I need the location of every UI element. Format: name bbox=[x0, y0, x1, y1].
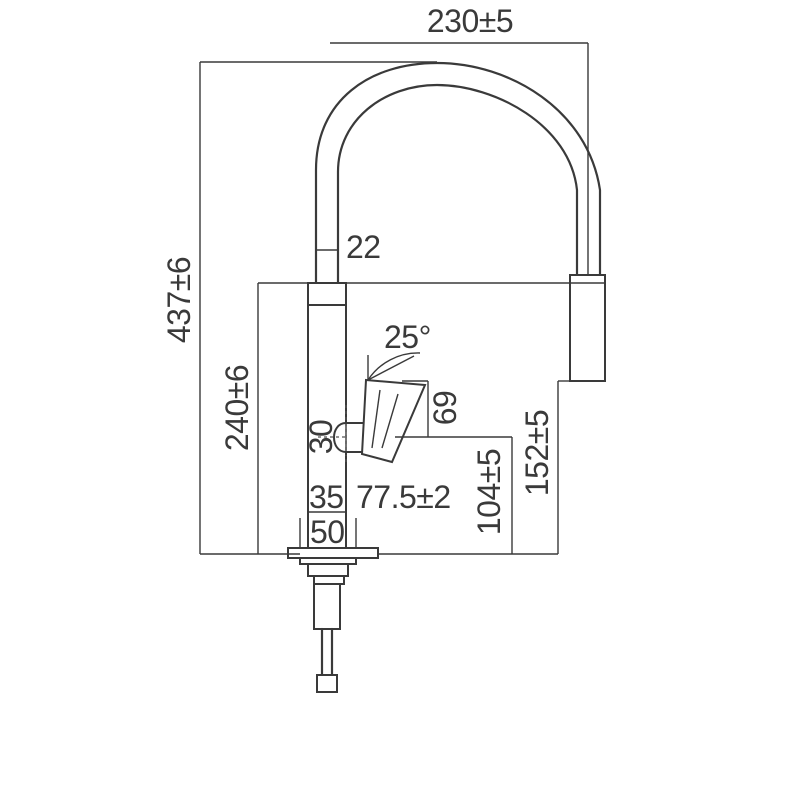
label-overall-height: 437±6 bbox=[161, 257, 197, 343]
spout-inner-curve bbox=[336, 83, 579, 285]
lever-arm bbox=[360, 378, 427, 464]
label-base-diameter: 50 bbox=[310, 514, 345, 550]
spout bbox=[314, 61, 602, 285]
label-body-height: 240±6 bbox=[219, 365, 255, 451]
label-lever-length: 69 bbox=[427, 391, 463, 426]
label-outlet-height: 152±5 bbox=[519, 410, 555, 496]
label-lever-angle: 25° bbox=[384, 319, 431, 355]
mounting-nut bbox=[307, 563, 349, 577]
dimension-lines bbox=[199, 42, 589, 555]
lever-arm-edge-2 bbox=[381, 393, 399, 449]
mounting-assembly bbox=[287, 547, 379, 693]
supply-hose-end bbox=[316, 674, 338, 693]
mounting-nut-2 bbox=[313, 575, 345, 585]
lever-angle-arc bbox=[367, 352, 421, 381]
mounting-shank bbox=[313, 583, 341, 630]
label-lever-offset: 77.5±2 bbox=[356, 479, 451, 515]
spout-outer-curve bbox=[314, 61, 602, 285]
lever-hub bbox=[333, 422, 365, 453]
label-lever-diameter: 30 bbox=[303, 420, 339, 455]
spray-head bbox=[569, 274, 606, 382]
lever-handle bbox=[333, 352, 427, 464]
label-body-diameter: 35 bbox=[309, 479, 344, 515]
label-spout-diameter: 22 bbox=[346, 229, 381, 265]
lever-arm-edge bbox=[371, 389, 381, 449]
dimension-labels: 230±5 437±6 22 240±6 25° 69 30 152±5 104… bbox=[161, 3, 555, 550]
label-overall-reach: 230±5 bbox=[427, 3, 513, 39]
body-top-collar bbox=[307, 282, 347, 306]
label-lever-height: 104±5 bbox=[471, 449, 507, 535]
lever-angle-ray bbox=[367, 355, 415, 381]
